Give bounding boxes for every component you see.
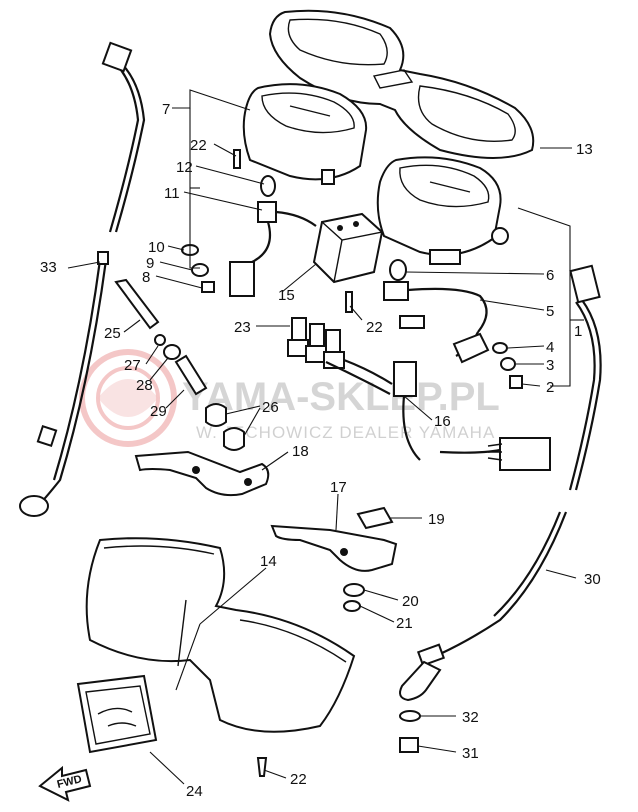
callout-14: 14 [260,553,277,570]
part-30-tachometer-cable [399,264,602,702]
part-15-unit-block [312,212,384,284]
callout-13: 13 [576,141,593,158]
callout-4: 4 [546,339,554,356]
callout-16: 16 [434,413,451,430]
callout-11: 11 [164,185,180,202]
callout-15: 15 [278,287,295,304]
callout-17: 17 [330,479,347,496]
callout-8: 8 [142,269,150,286]
callout-23: 23 [234,319,251,336]
callout-22-top: 22 [190,137,207,154]
part-1-tachometer [376,156,509,265]
callout-31: 31 [462,745,479,762]
watermark-brand-text: YAMA-SKLEP.PL [182,375,500,419]
callout-25: 25 [104,325,121,342]
part-7-speedometer [242,83,368,185]
callout-28: 28 [136,377,153,394]
part-24-emblem-plate [76,674,158,754]
callout-18: 18 [292,443,309,460]
callout-30: 30 [584,571,601,588]
callout-27: 27 [124,357,141,374]
part-14-lower-case [85,537,356,733]
group-bracket-7 [172,89,251,269]
group-bracket-1 [517,207,584,387]
watermark-dealer-text: W. JECHOWICZ DEALER YAMAHA [196,423,495,442]
part-17-bracket [270,524,398,572]
callout-3: 3 [546,357,554,374]
callout-2: 2 [546,379,554,396]
callout-19: 19 [428,511,445,528]
forward-direction-arrow: FWD [38,765,92,802]
callout-7: 7 [162,101,170,118]
small-hardware [114,149,523,777]
part-16-wire-harness [393,332,551,471]
callout-24: 24 [186,783,203,800]
callout-10: 10 [148,239,165,256]
callout-20: 20 [402,593,419,610]
callout-1: 1 [574,323,582,340]
watermark-logo [79,349,177,447]
leader-lines [67,143,577,785]
part-18-bracket [134,450,270,497]
part-13-meter-cover [268,9,535,159]
part-11-12-bulb-socket [229,175,317,297]
watermark: YAMA-SKLEP.PL W. JECHOWICZ DEALER YAMAHA [79,349,500,447]
callout-22-mid: 22 [366,319,383,336]
callout-21: 21 [396,615,413,632]
callout-6: 6 [546,267,554,284]
speedometer-drive-cable [101,41,146,233]
callout-labels: 1 2 3 4 5 6 7 8 9 10 11 12 13 14 15 16 1… [40,101,601,800]
part-33-speedometer-cable [19,251,109,517]
callout-5: 5 [546,303,554,320]
callout-9: 9 [146,255,154,272]
callout-32: 32 [462,709,479,726]
callout-29: 29 [150,403,167,420]
fwd-label: FWD [56,773,83,791]
callout-12: 12 [176,159,193,176]
callout-33: 33 [40,259,57,276]
callout-26: 26 [262,399,279,416]
part-23-indicator-bulbs [287,317,393,395]
callout-22-bottom: 22 [290,771,307,788]
